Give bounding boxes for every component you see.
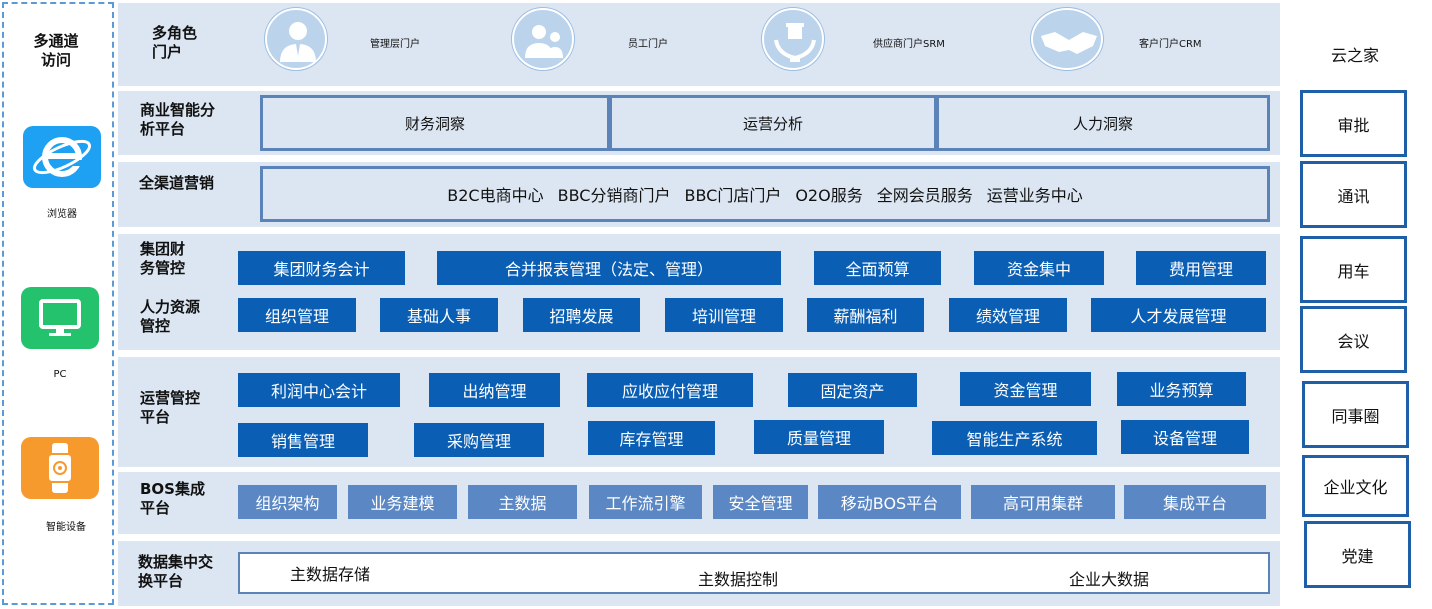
pc-caption: PC (53, 369, 67, 380)
bi-row-label: 商业智能分 析平台 (140, 101, 216, 138)
bos-item[interactable]: 工作流引擎 (589, 485, 702, 519)
right-app-meeting[interactable]: 会议 (1300, 306, 1407, 373)
manager-icon[interactable] (265, 8, 327, 70)
channel-row-label: 全渠道营销 (139, 174, 215, 192)
employees-icon[interactable] (512, 8, 574, 70)
hr-item[interactable]: 人才发展管理 (1091, 298, 1266, 332)
bos-item[interactable]: 集成平台 (1124, 485, 1266, 519)
right-app-messaging[interactable]: 通讯 (1300, 161, 1407, 228)
data-item[interactable]: 主数据控制 (698, 570, 779, 589)
hr-row-label: 人力资源 管控 (140, 298, 201, 335)
channel-item[interactable]: 全网会员服务 (876, 186, 973, 205)
finance-item[interactable]: 集团财务会计 (238, 251, 405, 285)
hr-item[interactable]: 招聘发展 (523, 298, 640, 332)
handshake-icon[interactable] (1031, 8, 1103, 70)
ops-item[interactable]: 智能生产系统 (932, 421, 1097, 455)
ops-item[interactable]: 应收应付管理 (587, 373, 753, 407)
bi-operations-analysis[interactable]: 运营分析 (609, 95, 937, 151)
smart-device-caption: 智能设备 (46, 522, 86, 533)
ops-row-label: 运营管控 平台 (140, 389, 201, 426)
channel-services-box: B2C电商中心 BBC分销商门户 BBC门店门户 O2O服务 全网会员服务 运营… (260, 166, 1270, 222)
bos-item[interactable]: 组织架构 (238, 485, 337, 519)
manager-portal-label: 管理层门户 (370, 39, 420, 50)
employee-portal-label: 员工门户 (628, 39, 668, 50)
finance-row-label: 集团财 务管控 (140, 240, 186, 277)
gift-hands-icon[interactable] (762, 8, 824, 70)
ops-item[interactable]: 质量管理 (754, 420, 884, 454)
portal-row-label: 多角色 门户 (152, 24, 198, 61)
channel-item[interactable]: BBC门店门户 (684, 186, 782, 205)
hr-item[interactable]: 绩效管理 (949, 298, 1067, 332)
finance-item[interactable]: 资金集中 (974, 251, 1104, 285)
ops-item[interactable]: 销售管理 (238, 423, 368, 457)
ops-item[interactable]: 设备管理 (1121, 420, 1249, 454)
right-app-culture[interactable]: 企业文化 (1302, 455, 1409, 517)
bos-row-label: BOS集成 平台 (140, 480, 205, 517)
channel-item[interactable]: O2O服务 (795, 186, 863, 205)
finance-item[interactable]: 合并报表管理（法定、管理） (437, 251, 781, 285)
ops-item[interactable]: 采购管理 (414, 423, 544, 457)
monitor-icon[interactable] (21, 287, 99, 349)
channel-item[interactable]: 运营业务中心 (986, 186, 1083, 205)
ie-browser-icon[interactable] (23, 126, 101, 188)
hr-item[interactable]: 基础人事 (380, 298, 498, 332)
bi-finance-insight[interactable]: 财务洞察 (260, 95, 610, 151)
bos-item[interactable]: 移动BOS平台 (818, 485, 961, 519)
right-app-approval[interactable]: 审批 (1300, 90, 1407, 157)
yunzhijia-title: 云之家 (1330, 46, 1379, 65)
bos-item[interactable]: 高可用集群 (971, 485, 1115, 519)
ops-item[interactable]: 库存管理 (588, 421, 715, 455)
ops-item[interactable]: 固定资产 (788, 373, 917, 407)
ops-item[interactable]: 业务预算 (1117, 372, 1246, 406)
hr-item[interactable]: 组织管理 (238, 298, 356, 332)
finance-item[interactable]: 费用管理 (1136, 251, 1266, 285)
supplier-portal-label: 供应商门户SRM (873, 39, 945, 50)
finance-item[interactable]: 全面预算 (814, 251, 941, 285)
data-row-label: 数据集中交 换平台 (138, 553, 214, 590)
data-platform-box (238, 552, 1270, 594)
browser-caption: 浏览器 (47, 209, 77, 220)
channel-item[interactable]: BBC分销商门户 (557, 186, 671, 205)
right-app-colleague-circle[interactable]: 同事圈 (1302, 381, 1409, 448)
bos-item[interactable]: 业务建模 (348, 485, 457, 519)
ops-item[interactable]: 利润中心会计 (238, 373, 400, 407)
ops-item[interactable]: 资金管理 (960, 372, 1091, 406)
smartwatch-icon[interactable] (21, 437, 99, 499)
bos-item[interactable]: 主数据 (468, 485, 577, 519)
hr-item[interactable]: 薪酬福利 (807, 298, 924, 332)
bos-item[interactable]: 安全管理 (713, 485, 808, 519)
channel-item[interactable]: B2C电商中心 (447, 186, 544, 205)
customer-portal-label: 客户门户CRM (1139, 39, 1202, 50)
hr-item[interactable]: 培训管理 (665, 298, 783, 332)
data-item[interactable]: 主数据存储 (290, 565, 371, 584)
right-app-car[interactable]: 用车 (1300, 236, 1407, 303)
bi-hr-insight[interactable]: 人力洞察 (936, 95, 1270, 151)
ops-item[interactable]: 出纳管理 (429, 373, 560, 407)
data-item[interactable]: 企业大数据 (1069, 570, 1150, 589)
multi-channel-title: 多通道 访问 (33, 32, 79, 69)
right-app-party[interactable]: 党建 (1304, 521, 1411, 588)
multi-channel-column (2, 2, 114, 605)
